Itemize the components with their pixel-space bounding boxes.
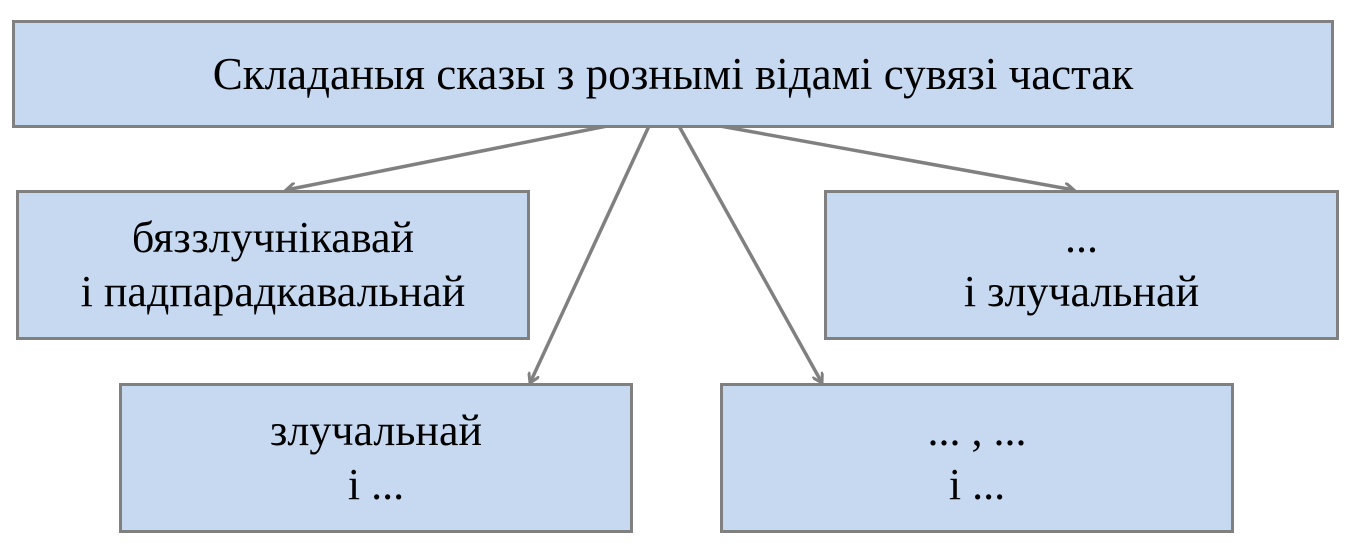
arrow-to-middle-right bbox=[719, 124, 1074, 190]
blank-coordinating-line2: і злучальнай bbox=[963, 267, 1200, 316]
arrow-to-middle-left bbox=[286, 124, 608, 190]
blank-coordinating-box: ... і злучальнай bbox=[824, 190, 1339, 340]
blank-blank-line1: ... , ... bbox=[927, 406, 1027, 455]
coordinating-blank-line2: і ... bbox=[347, 460, 405, 509]
coordinating-blank-line1: злучальнай bbox=[269, 406, 483, 455]
coordinating-blank-box: злучальнай і ... bbox=[119, 383, 633, 533]
blank-blank-line2: і ... bbox=[948, 460, 1006, 509]
asyndetic-subordinate-box: бяззлучнікавай і падпарадкавальнай bbox=[16, 190, 530, 340]
root-box-label: Складаныя сказы з рознымі відамі сувязі … bbox=[212, 49, 1134, 99]
root-box: Складаныя сказы з рознымі відамі сувязі … bbox=[12, 20, 1334, 128]
blank-coordinating-line1: ... bbox=[1065, 213, 1098, 262]
asyndetic-subordinate-line1: бяззлучнікавай bbox=[131, 213, 415, 262]
asyndetic-subordinate-line2: і падпарадкавальнай bbox=[80, 267, 466, 316]
arrow-to-bottom-left bbox=[530, 125, 651, 383]
blank-blank-box: ... , ... і ... bbox=[720, 383, 1234, 533]
arrow-to-bottom-right bbox=[677, 125, 822, 383]
